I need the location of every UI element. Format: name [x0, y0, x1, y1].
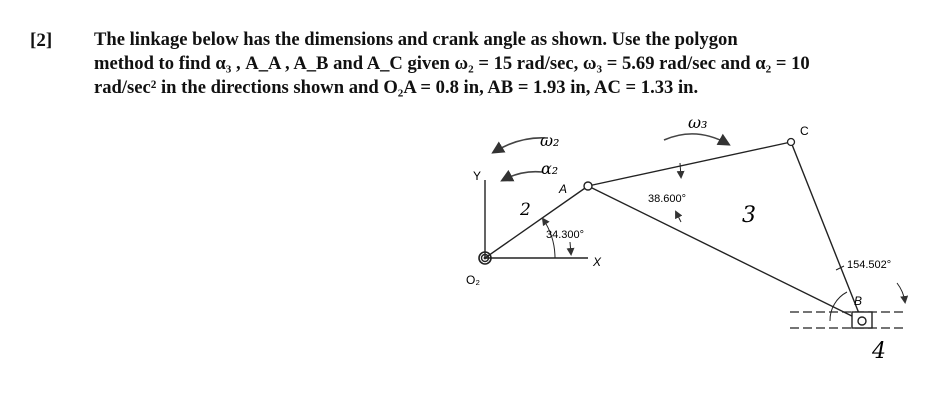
o2-label: O₂ [466, 273, 480, 287]
crank-angle-label: 34.300° [546, 229, 584, 241]
c-label: C [800, 124, 809, 138]
link-3-coupler-cb [790, 141, 863, 322]
coupler-angle-label: 38.600° [648, 193, 686, 205]
alpha2-arrow [500, 169, 543, 182]
slider-angle-arc [829, 291, 848, 322]
statement-line-2: method to find α₃ , A_A , A_B and A_C gi… [94, 53, 810, 74]
link-3-coupler-ac [587, 141, 792, 187]
joint-a [583, 181, 593, 191]
omega3-label: ω₃ [688, 113, 707, 132]
b-label: B [854, 294, 862, 308]
crank-angle-arrow [566, 241, 575, 256]
link-3-coupler-ab [587, 185, 863, 322]
omega2-label: ω₂ [540, 131, 559, 150]
a-label: A [558, 182, 567, 196]
coupler-angle-arrow-top [676, 162, 685, 179]
ground-pivot-o2 [478, 251, 492, 265]
slider-angle-arc-outer [896, 282, 909, 304]
link-2-number: 2 [519, 200, 531, 220]
problem-statement: The linkage below has the dimensions and… [94, 28, 884, 100]
y-axis-label: Y [473, 169, 481, 183]
link-2-crank [484, 185, 589, 259]
link-4-number: 4 [871, 339, 886, 364]
link-3-number: 3 [742, 203, 756, 228]
omega2-arrow [491, 136, 549, 154]
slider-angle-leader [835, 265, 845, 271]
statement-line-1: The linkage below has the dimensions and… [94, 29, 738, 50]
statement-line-3: rad/sec² in the directions shown and O₂A… [94, 77, 699, 98]
x-axis-label: X [592, 255, 602, 269]
crank-angle-arc [541, 217, 556, 259]
problem-number: [2] [30, 30, 53, 51]
slider-angle-label: 154.502° [847, 259, 891, 271]
joint-c [786, 137, 796, 147]
joint-b [857, 316, 867, 326]
omega3-arrow [663, 133, 731, 146]
alpha2-label: α₂ [541, 159, 558, 178]
coupler-angle-arrow-bottom [675, 210, 683, 223]
